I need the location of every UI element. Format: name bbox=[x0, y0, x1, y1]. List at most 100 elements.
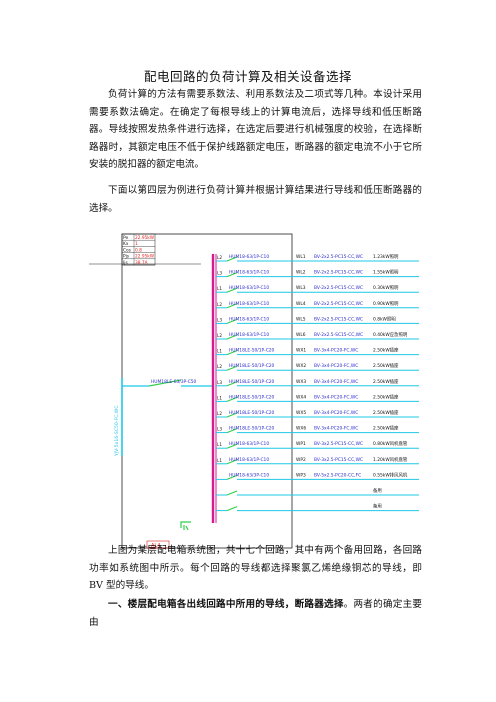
circuit-id: WP2 bbox=[296, 457, 306, 463]
circuit-load-label: 2.50kW插座 bbox=[373, 362, 399, 369]
circuit-load-label: 2.50kW插座 bbox=[373, 425, 399, 432]
circuit-breaker-label: HUM18-63/1P-C10 bbox=[229, 254, 269, 260]
circuit-phase: L2 bbox=[217, 333, 222, 338]
paragraph-intro: 负荷计算的方法有需要系数法、利用系数法及二项式等几种。本设计采用需要系数法确定。… bbox=[89, 89, 422, 170]
circuit-id: WP3 bbox=[296, 472, 306, 478]
circuit-cable-label: BV-2x2.5-SC15-CC,WC bbox=[314, 332, 363, 338]
param-value: 22.95kW bbox=[135, 254, 155, 260]
circuit-load-label: 1.20kW风机盘管 bbox=[373, 456, 408, 463]
circuit-phase: L1 bbox=[217, 442, 222, 447]
paragraph-description: 上图为某层配电箱系统图，共十七个回路，其中有两个备用回路，各回路功率如系统图中所… bbox=[89, 545, 422, 591]
circuit-id: WX4 bbox=[296, 394, 306, 400]
circuit-breaker-label: HUM18-63/1P-C10 bbox=[229, 285, 269, 291]
feeder-label: YJV-5x16-SC50-FC,WC bbox=[114, 405, 120, 457]
param-value: 1 bbox=[135, 241, 138, 247]
circuit-phase: L1 bbox=[217, 395, 222, 400]
circuit-cable-label: BV-2x2.5-PC15-CC,WC bbox=[314, 316, 363, 322]
circuit-id: WL4 bbox=[296, 301, 306, 307]
circuit-load-label: 0.90kW照明 bbox=[373, 301, 399, 307]
circuit-load-label: 2.50kW插座 bbox=[373, 409, 399, 416]
circuit-load-label: 0.55kW排风风机 bbox=[373, 471, 408, 478]
param-value: 0.8 bbox=[135, 247, 142, 253]
circuit-breaker-label: HUM18-63/3P-C10 bbox=[229, 472, 269, 478]
circuit-breaker-symbol bbox=[226, 506, 238, 512]
circuit-cable-label: BV-2x2.5-PC15-CC,WC bbox=[314, 301, 363, 307]
circuit-breaker-symbol bbox=[226, 318, 238, 324]
circuit-load-label: 2.50kW插座 bbox=[373, 393, 399, 400]
circuit-phase: L3 bbox=[217, 317, 222, 322]
circuit-load-label: 1.55kW照明 bbox=[373, 270, 399, 276]
circuit-cable-label: BV-3x4-PC20-FC,WC bbox=[314, 394, 358, 400]
circuit-cable-label: BV-3x2.5-PC15-CC,WC bbox=[314, 441, 363, 447]
circuit-cable-label: BV-2x2.5-PC15-CC,WC bbox=[314, 254, 363, 260]
param-value: 22.95kW bbox=[135, 235, 155, 241]
param-key: Pjs bbox=[123, 254, 130, 260]
circuit-breaker-label: HUM18-63/1P-C10 bbox=[229, 441, 269, 447]
circuit-breaker-label: HUM18LE-50/1P-C20 bbox=[229, 379, 275, 385]
circuit-breaker-label: HUM18LE-50/1P-C20 bbox=[229, 426, 275, 432]
circuit-load-label: 0.80kW风机盘管 bbox=[373, 440, 408, 447]
circuit-load-label: 备用 bbox=[373, 503, 382, 510]
circuit-breaker-label: HUM18-63/1P-C10 bbox=[229, 316, 269, 322]
circuit-load-label: 0.8kW照明 bbox=[373, 316, 396, 322]
circuit-breaker-symbol bbox=[226, 303, 238, 309]
circuit-id: WL6 bbox=[296, 332, 306, 338]
circuit-phase: L3 bbox=[217, 380, 222, 385]
circuit-breaker-symbol bbox=[226, 350, 238, 356]
param-value: 38.7A bbox=[135, 260, 148, 266]
circuit-phase: L2 bbox=[217, 302, 222, 307]
box-label-frame bbox=[146, 540, 170, 549]
circuit-id: WX1 bbox=[296, 348, 306, 354]
circuit-breaker-symbol bbox=[226, 428, 238, 434]
circuit-breaker-label: HUM18-63/1P-C10 bbox=[229, 301, 269, 307]
circuit-cable-label: BV-3x4-PC20-FC,WC bbox=[314, 379, 358, 385]
circuit-phase: L2 bbox=[217, 255, 222, 260]
section-heading: 一、楼层配电箱各出线回路中所用的导线，断路器选择 bbox=[108, 599, 344, 610]
circuit-id: WX3 bbox=[296, 379, 306, 385]
circuit-cable-label: BV-3x4-PC20-FC,WC bbox=[314, 426, 358, 432]
circuit-cable-label: BV-3x4-PC20-FC,WC bbox=[314, 410, 358, 416]
circuit-breaker-symbol bbox=[226, 459, 238, 465]
circuit-load-label: 0.40kW应急照明 bbox=[373, 331, 408, 338]
circuit-phase: L1 bbox=[217, 458, 222, 463]
circuit-breaker-label: HUM18LE-50/1P-C20 bbox=[229, 348, 275, 354]
circuit-cable-label: BV-3x4-PC20-FC,WC bbox=[314, 363, 358, 369]
section-text: 。两者的确定主要由 bbox=[89, 599, 423, 628]
circuit-breaker-label: HUM18-63/1P-C10 bbox=[229, 457, 269, 463]
circuit-breaker-symbol bbox=[226, 443, 238, 449]
circuit-breaker-label: HUM18-63/1P-C10 bbox=[229, 270, 269, 276]
earth-icon bbox=[180, 521, 191, 531]
circuit-breaker-symbol bbox=[226, 474, 238, 480]
circuit-phase: L2 bbox=[217, 364, 222, 369]
circuit-phase: L3 bbox=[217, 271, 222, 276]
paragraph-example: 下面以第四层为例进行负荷计算并根据计算结果进行导线和低压断路器的选择。 bbox=[89, 185, 422, 214]
circuit-id: WX5 bbox=[296, 410, 306, 416]
circuit-phase: L1 bbox=[217, 349, 222, 354]
circuit-load-label: 备用 bbox=[373, 487, 382, 494]
main-breaker-symbol bbox=[148, 379, 182, 387]
circuit-load-label: 2.50kW插座 bbox=[373, 378, 399, 385]
circuit-id: WL2 bbox=[296, 270, 306, 276]
circuit-breaker-symbol bbox=[226, 490, 238, 496]
circuit-breaker-symbol bbox=[226, 334, 238, 340]
circuit-breaker-symbol bbox=[226, 396, 238, 402]
circuit-breaker-symbol bbox=[226, 256, 238, 262]
circuit-phase: L2 bbox=[217, 411, 222, 416]
page-title: 配电回路的负荷计算及相关设备选择 bbox=[143, 69, 352, 84]
circuit-breaker-symbol bbox=[226, 412, 238, 418]
circuit-breaker-label: HUM18LE-50/1P-C20 bbox=[229, 394, 275, 400]
circuit-id: WL1 bbox=[296, 254, 306, 260]
circuit-load-label: 1.23kW照明 bbox=[373, 254, 399, 260]
paragraph-section-one: 一、楼层配电箱各出线回路中所用的导线，断路器选择。两者的确定主要由 bbox=[89, 596, 422, 631]
circuit-breaker-symbol bbox=[226, 365, 238, 371]
circuit-phase: L3 bbox=[217, 427, 222, 432]
circuit-cable-label: BV-3x4-PC20-FC,WC bbox=[314, 348, 358, 354]
circuit-breaker-symbol bbox=[226, 287, 238, 293]
circuit-id: WL3 bbox=[296, 285, 306, 291]
main-breaker-label: HUM18LE-63/3P-C50 bbox=[151, 379, 197, 385]
circuit-breaker-label: HUM18LE-50/1P-C20 bbox=[229, 410, 275, 416]
circuit-load-label: 2.50kW插座 bbox=[373, 347, 399, 354]
circuit-id: WX2 bbox=[296, 363, 306, 369]
